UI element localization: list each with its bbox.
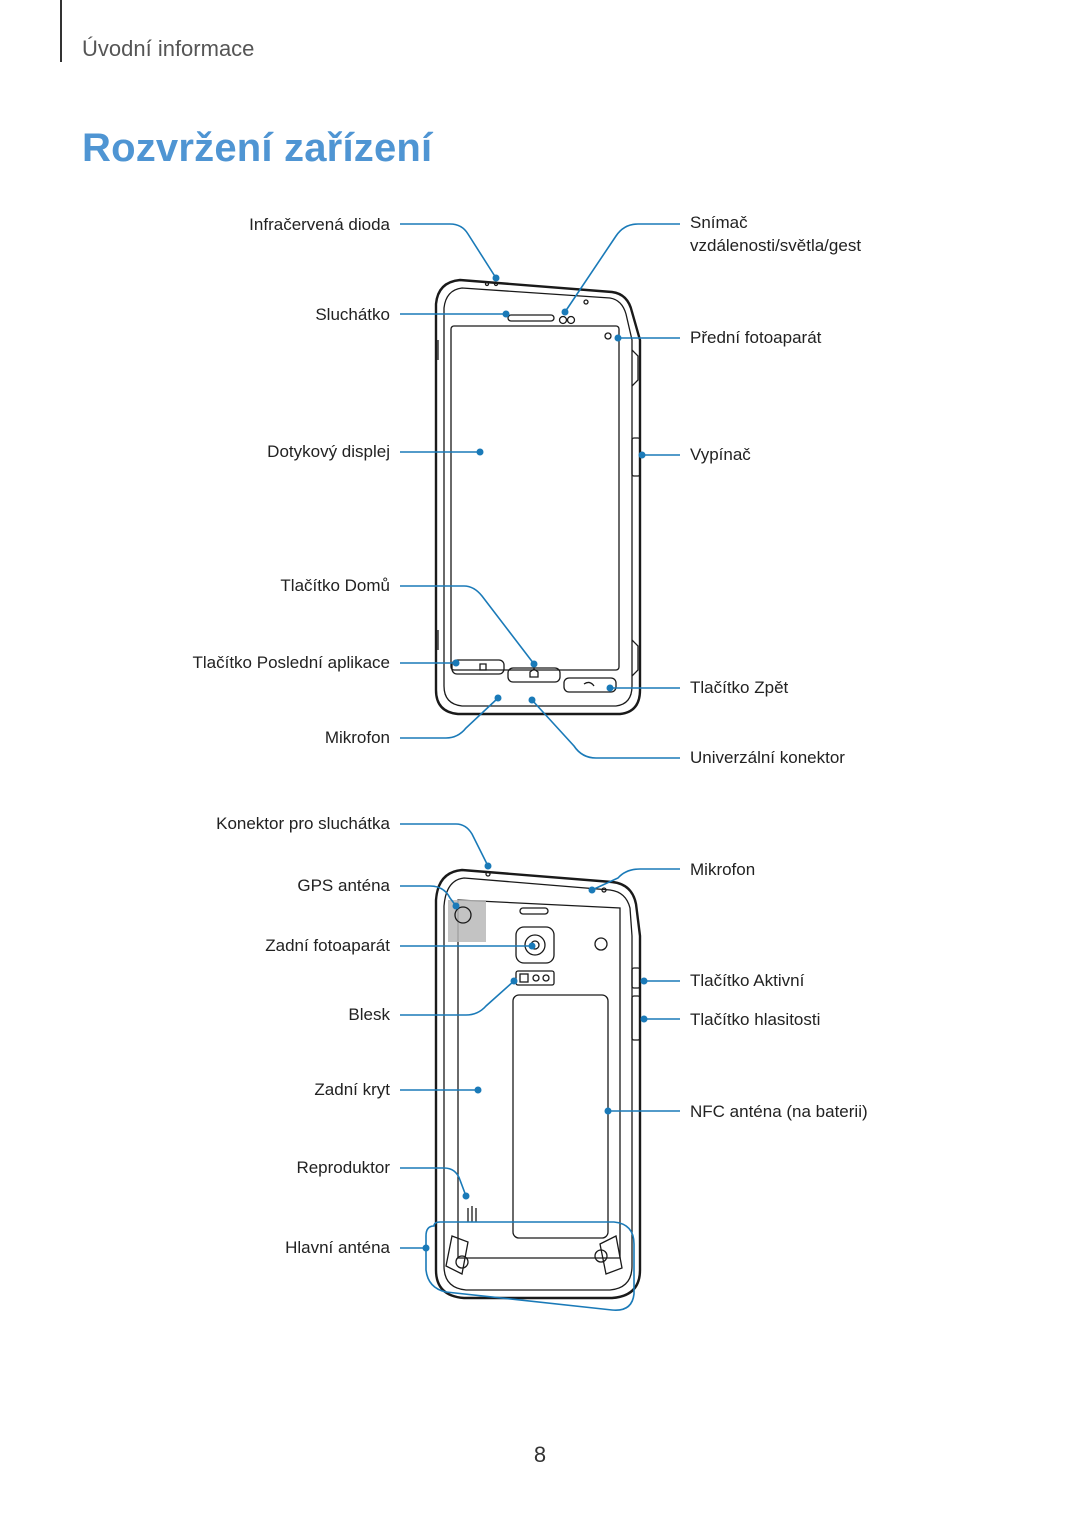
label-front-camera: Přední fotoaparát [690,328,822,347]
rear-device [434,868,642,1300]
section-title: Úvodní informace [82,36,255,61]
label-sensor-line2: vzdálenosti/světla/gest [690,236,862,255]
label-sensor-line1: Snímač [690,213,748,232]
label-power-key: Vypínač [690,445,751,464]
label-nfc-antenna: NFC anténa (na baterii) [690,1102,868,1121]
label-ir-led: Infračervená dioda [249,215,390,234]
margin-rule [60,0,62,62]
label-main-antenna: Hlavní anténa [285,1238,390,1257]
label-speaker: Reproduktor [296,1158,390,1177]
label-touchscreen: Dotykový displej [267,442,390,461]
label-back-key: Tlačítko Zpět [690,678,789,697]
label-gps-antenna: GPS anténa [297,876,390,895]
front-device [434,278,642,716]
label-earpiece: Sluchátko [315,305,390,324]
front-callouts-right [528,223,680,759]
page-number: 8 [533,1442,547,1467]
label-front-microphone: Mikrofon [324,728,390,747]
rear-callouts-right [588,868,680,1115]
label-multipurpose-jack: Univerzální konektor [690,748,845,767]
label-home-key: Tlačítko Domů [280,576,390,595]
label-rear-camera: Zadní fotoaparát [265,936,390,955]
label-recent-apps-key: Tlačítko Poslední aplikace [192,653,391,672]
label-back-cover: Zadní kryt [314,1080,390,1099]
label-rear-microphone: Mikrofon [690,860,756,879]
label-headset-jack: Konektor pro sluchátka [216,814,390,833]
label-volume-key: Tlačítko hlasitosti [690,1010,821,1029]
label-active-key: Tlačítko Aktivní [690,971,805,990]
page-heading: Rozvržení zařízení [82,126,433,170]
label-flash: Blesk [348,1005,390,1024]
front-callouts-left [400,223,538,739]
rear-callouts-left [400,823,635,1311]
